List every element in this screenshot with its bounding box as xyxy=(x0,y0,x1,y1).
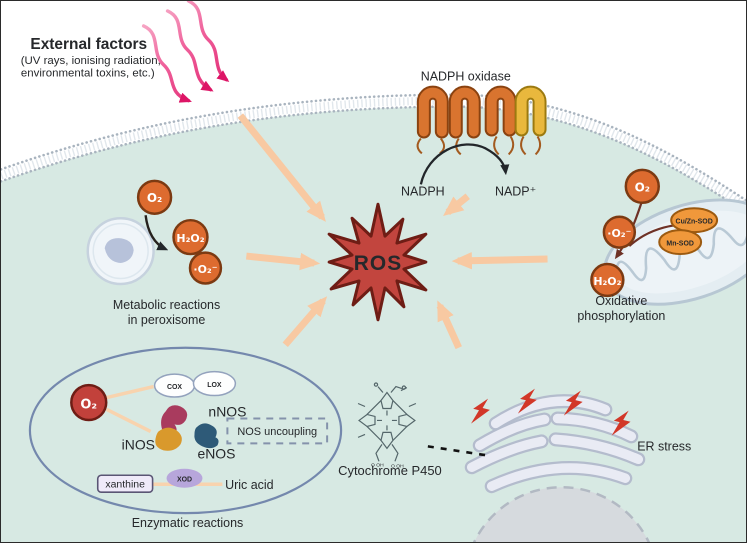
enzymatic-ellipse xyxy=(28,346,343,515)
xanthine-label: xanthine xyxy=(105,480,145,491)
external-factors-sub2: environmental toxins, etc.) xyxy=(21,68,155,80)
enos-label: eNOS xyxy=(197,445,235,461)
inos-label: iNOS xyxy=(122,436,155,452)
cox-label: COX xyxy=(167,384,182,391)
external-factors-sub1: (UV rays, ionising radiation, xyxy=(21,55,161,67)
xanthine-pathway: xanthine XOD Uric acid xyxy=(96,468,274,493)
cytochrome-p450-label: Cytochrome P450 xyxy=(338,463,442,478)
ros-star-icon xyxy=(327,202,428,322)
lightning-bolt-icons xyxy=(471,388,631,436)
er-icon xyxy=(464,394,646,494)
cytochrome-p450-icon: O OH O OH xyxy=(357,382,417,469)
external-factors-title: External factors xyxy=(30,36,147,53)
svg-text:O OH: O OH xyxy=(371,462,384,468)
xod-label: XOD xyxy=(177,477,192,484)
cuzn-sod-label: Cu/Zn-SOD xyxy=(676,219,713,226)
peroxisome-icon xyxy=(86,216,155,286)
oxphos-caption2: phosphorylation xyxy=(577,309,665,323)
nos-uncoupling-label: NOS uncoupling xyxy=(237,426,317,438)
mito-o2: O₂ xyxy=(635,180,650,194)
mito-superoxide: ·O₂⁻ xyxy=(607,227,631,240)
nadph-oxidase-label: NADPH oxidase xyxy=(421,70,511,84)
mito-h2o2: H₂O₂ xyxy=(593,275,621,288)
peroxisome-caption2: in peroxisome xyxy=(128,313,206,327)
mn-sod-label: Mn-SOD xyxy=(666,241,693,248)
cytochrome-er-link xyxy=(427,445,487,457)
ros-label: ROS xyxy=(354,252,402,275)
er-stress-label: ER stress xyxy=(637,439,691,453)
external-factors-block: External factors (UV rays, ionising radi… xyxy=(21,36,161,80)
nucleus-icon xyxy=(472,485,651,542)
oxphos-caption1: Oxidative xyxy=(595,294,647,308)
nadp-label: NADP⁺ xyxy=(495,184,536,198)
peroxisome-arrow xyxy=(144,215,169,251)
nos-uncoupling-box xyxy=(226,417,329,445)
enzymatic-o2-molecule: O₂ xyxy=(70,383,108,422)
peroxisome-caption1: Metabolic reactions xyxy=(113,298,220,312)
ros-source-arrows xyxy=(237,113,548,350)
nnos-label: nNOS xyxy=(208,403,246,419)
peroxisome-superoxide: ·O₂⁻ xyxy=(193,263,217,276)
cox-lox-icons: COX LOX xyxy=(153,370,237,398)
peroxisome-h2o2: H₂O₂ xyxy=(176,232,204,245)
nadph-oxidase-icon xyxy=(416,85,547,156)
enzymatic-o2: O₂ xyxy=(80,397,97,412)
peroxisome-o2: O₂ xyxy=(147,191,162,205)
lox-label: LOX xyxy=(207,382,222,389)
uv-rays-icon xyxy=(141,1,230,103)
uric-acid-label: Uric acid xyxy=(225,478,274,492)
svg-text:O OH: O OH xyxy=(391,463,404,469)
peroxisome-molecules: O₂ H₂O₂ ·O₂⁻ xyxy=(136,179,223,285)
nadph-reaction-arrow xyxy=(419,143,510,185)
nos-blobs xyxy=(155,405,219,451)
enzymatic-caption: Enzymatic reactions xyxy=(132,516,243,530)
mito-molecules: O₂ ·O₂⁻ H₂O₂ Cu/Zn-SOD Mn-SOD xyxy=(590,168,719,298)
nadph-label: NADPH xyxy=(401,184,445,198)
